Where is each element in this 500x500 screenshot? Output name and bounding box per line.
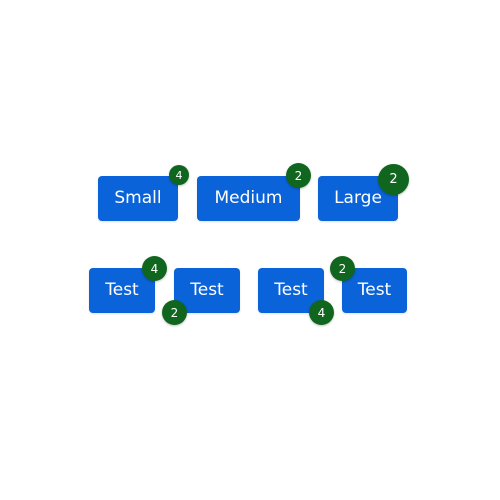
large-button-label: Large xyxy=(334,188,382,208)
small-button-label: Small xyxy=(114,188,162,208)
medium-button[interactable]: Medium xyxy=(197,176,300,221)
small-button[interactable]: Small xyxy=(98,176,178,221)
test-button-3-label: Test xyxy=(274,280,308,300)
small-badge-count: 4 xyxy=(175,168,183,182)
test-button-4-label: Test xyxy=(357,280,392,300)
test-button-2-badge-count: 2 xyxy=(170,305,179,320)
test-button-1-badge: 4 xyxy=(142,256,167,281)
large-badge: 2 xyxy=(378,164,409,195)
test-button-1-label: Test xyxy=(105,280,139,300)
medium-button-label: Medium xyxy=(214,188,283,208)
test-button-4-badge-count: 2 xyxy=(338,261,347,276)
test-button-3-badge: 4 xyxy=(309,300,334,325)
test-button-1-badge-count: 4 xyxy=(150,261,159,276)
large-badge-count: 2 xyxy=(389,172,398,187)
test-button-2-badge: 2 xyxy=(162,300,187,325)
small-badge: 4 xyxy=(169,165,189,185)
test-button-2-label: Test xyxy=(190,280,224,300)
medium-badge: 2 xyxy=(286,163,311,188)
test-button-3-badge-count: 4 xyxy=(317,305,326,320)
test-button-4-badge: 2 xyxy=(330,256,355,281)
medium-badge-count: 2 xyxy=(294,168,303,183)
